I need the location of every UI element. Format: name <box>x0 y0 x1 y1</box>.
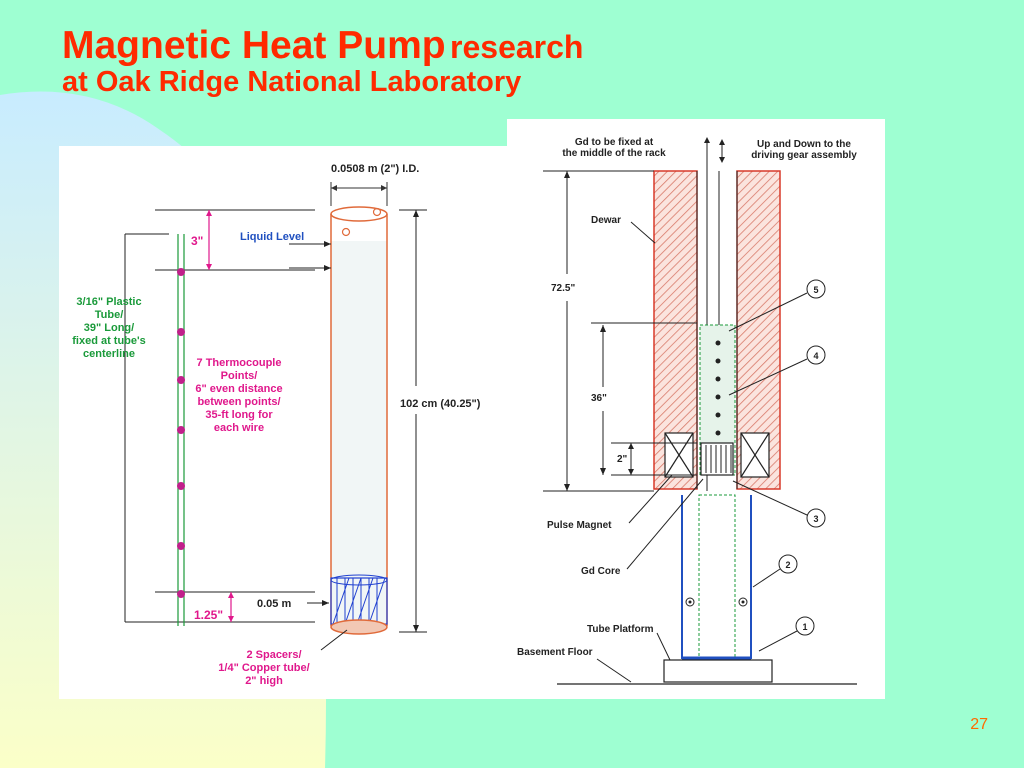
spacers-label: 2 Spacers/ 1/4" Copper tube/ 2" high <box>218 649 309 687</box>
svg-text:2 Spacers/: 2 Spacers/ <box>246 649 301 661</box>
slide-title: Magnetic Heat Pump research at Oak Ridge… <box>62 24 584 98</box>
right-diagram-svg: Gd to be fixed at the middle of the rack… <box>517 137 857 685</box>
dim-36: 36" <box>591 393 607 404</box>
svg-text:driving gear assembly: driving gear assembly <box>751 150 857 161</box>
svg-text:5: 5 <box>813 285 818 295</box>
svg-text:each wire: each wire <box>214 422 264 434</box>
svg-text:1: 1 <box>802 622 807 632</box>
magnet-apparatus-diagram: Gd to be fixed at the middle of the rack… <box>507 119 885 699</box>
gd-core-label: Gd Core <box>581 566 621 577</box>
svg-text:7 Thermocouple: 7 Thermocouple <box>197 357 282 369</box>
dim-125: 1.25" <box>194 608 223 622</box>
svg-text:Gd to be fixed at: Gd to be fixed at <box>575 137 654 148</box>
dim-725: 72.5" <box>551 283 575 294</box>
id-label: 0.0508 m (2") I.D. <box>331 163 419 175</box>
pulse-magnet-label: Pulse Magnet <box>547 520 612 531</box>
callouts: 5 4 3 2 1 <box>728 279 826 652</box>
svg-text:4: 4 <box>813 351 818 361</box>
page-number: 27 <box>970 716 988 733</box>
liquid-fill <box>331 241 387 623</box>
svg-text:1/4" Copper tube/: 1/4" Copper tube/ <box>218 662 309 674</box>
up-down-label: Up and Down to the driving gear assembly <box>751 139 857 161</box>
svg-text:39" Long/: 39" Long/ <box>84 322 134 334</box>
dim-3in: 3" <box>191 234 203 248</box>
svg-text:3: 3 <box>813 514 818 524</box>
svg-text:centerline: centerline <box>83 348 135 360</box>
svg-text:between points/: between points/ <box>197 396 280 408</box>
svg-text:the middle of the rack: the middle of the rack <box>562 148 666 159</box>
dewar-label: Dewar <box>591 215 621 226</box>
length-label: 102 cm (40.25") <box>400 398 481 410</box>
basement-floor-label: Basement Floor <box>517 647 593 658</box>
tube-platform-label: Tube Platform <box>587 624 654 635</box>
plastic-tube-label: 3/16" Plastic Tube/ 39" Long/ fixed at t… <box>72 296 146 360</box>
cylinder-bottom <box>330 619 388 635</box>
svg-text:2" high: 2" high <box>245 675 283 687</box>
gd-fixed-label: Gd to be fixed at the middle of the rack <box>562 137 666 159</box>
title-line2: at Oak Ridge National Laboratory <box>62 65 522 98</box>
svg-text:2: 2 <box>785 560 790 570</box>
svg-text:35-ft long for: 35-ft long for <box>205 409 273 421</box>
thermocouple-label: 7 Thermocouple Points/ 6" even distance … <box>195 357 282 434</box>
svg-text:Up and Down to the: Up and Down to the <box>757 139 851 150</box>
thermocouple-tube-diagram: 0.0508 m (2") I.D. Liquid Level <box>59 146 507 699</box>
svg-text:fixed at tube's: fixed at tube's <box>72 335 146 347</box>
svg-text:Points/: Points/ <box>221 370 258 382</box>
tube-platform <box>663 659 773 683</box>
title-main: Magnetic Heat Pump <box>62 24 446 67</box>
left-diagram-svg: 0.0508 m (2") I.D. Liquid Level <box>72 163 481 687</box>
title-suffix: research <box>450 29 584 65</box>
dim-005: 0.05 m <box>257 598 291 610</box>
svg-text:6" even distance: 6" even distance <box>195 383 282 395</box>
pulse-magnet <box>664 432 770 478</box>
thermocouple-points <box>177 268 185 598</box>
liquid-level-label: Liquid Level <box>240 231 304 243</box>
dim-2: 2" <box>617 454 628 465</box>
svg-text:3/16" Plastic: 3/16" Plastic <box>76 296 141 308</box>
svg-text:Tube/: Tube/ <box>95 309 124 321</box>
